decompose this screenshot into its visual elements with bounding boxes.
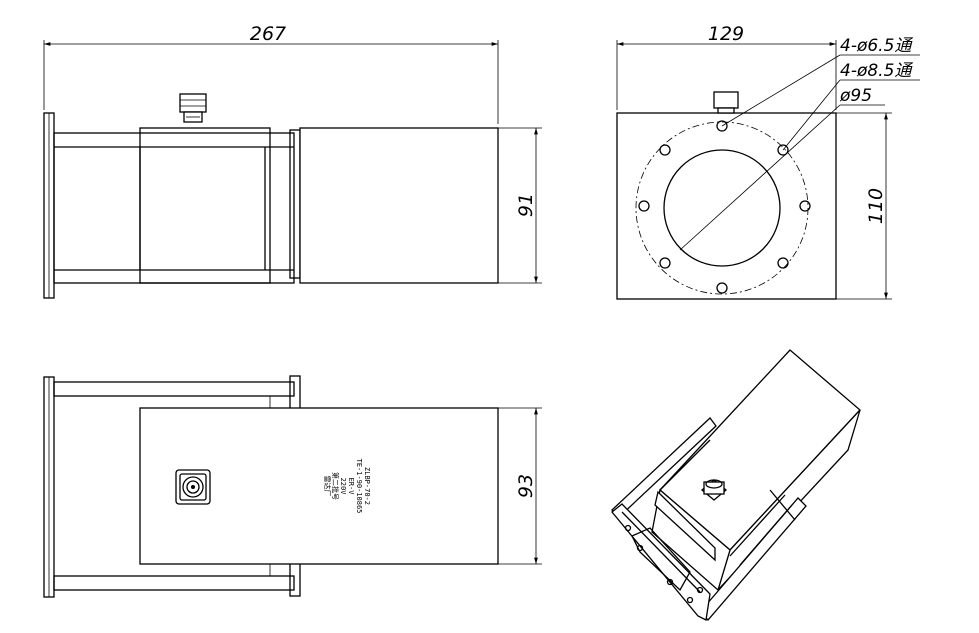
- bottom-view: ZLBP-70-2 TE-1-90-10865 ER-V 220V 第二批号 雷…: [43, 375, 542, 598]
- hole: [638, 200, 650, 212]
- hole: [659, 257, 671, 269]
- hole: [777, 144, 789, 156]
- front-frame: [53, 132, 295, 284]
- main-bore: [663, 149, 781, 267]
- hole: [716, 282, 728, 294]
- front-inner-box: [139, 127, 271, 284]
- front-main-body: [299, 127, 499, 284]
- side-connector: [713, 91, 739, 109]
- nameplate-line-3: ER-V: [347, 478, 355, 496]
- hole: [716, 120, 728, 132]
- isometric-view: [611, 349, 861, 621]
- nameplate-line-6: 雷达厂: [323, 476, 332, 497]
- hole: [659, 144, 671, 156]
- front-view: 267 91: [43, 23, 542, 299]
- annotation-hole-b: 4-ø8.5通: [840, 61, 913, 81]
- annotation-circle: ø95: [839, 86, 872, 106]
- side-plate: [616, 112, 837, 300]
- nameplate-line-2: TE-1-90-10865: [355, 459, 363, 514]
- nameplate-line-4: 220V: [339, 478, 347, 496]
- nameplate-line-1: ZLBP-70-2: [363, 467, 371, 505]
- iso-flange: [611, 503, 711, 621]
- hole: [777, 257, 789, 269]
- dim-side-width: 129: [708, 23, 744, 45]
- hole: [799, 200, 811, 212]
- dim-bottom-height: 93: [515, 474, 537, 498]
- annotation-hole-a: 4-ø6.5通: [840, 36, 913, 56]
- dim-front-height: 91: [515, 193, 537, 217]
- nameplate: ZLBP-70-2 TE-1-90-10865 ER-V 220V 第二批号 雷…: [323, 459, 371, 514]
- bolt-circle: [635, 121, 809, 295]
- bottom-connector: [175, 469, 211, 505]
- dim-side-height: 110: [865, 188, 887, 224]
- front-connector: [179, 93, 207, 123]
- dim-front-width: 267: [250, 23, 286, 45]
- iso-connector: [700, 479, 728, 501]
- side-view: 4-ø6.5通 4-ø8.5通 ø95 129 110: [616, 23, 920, 300]
- nameplate-line-5: 第二批号: [331, 472, 340, 500]
